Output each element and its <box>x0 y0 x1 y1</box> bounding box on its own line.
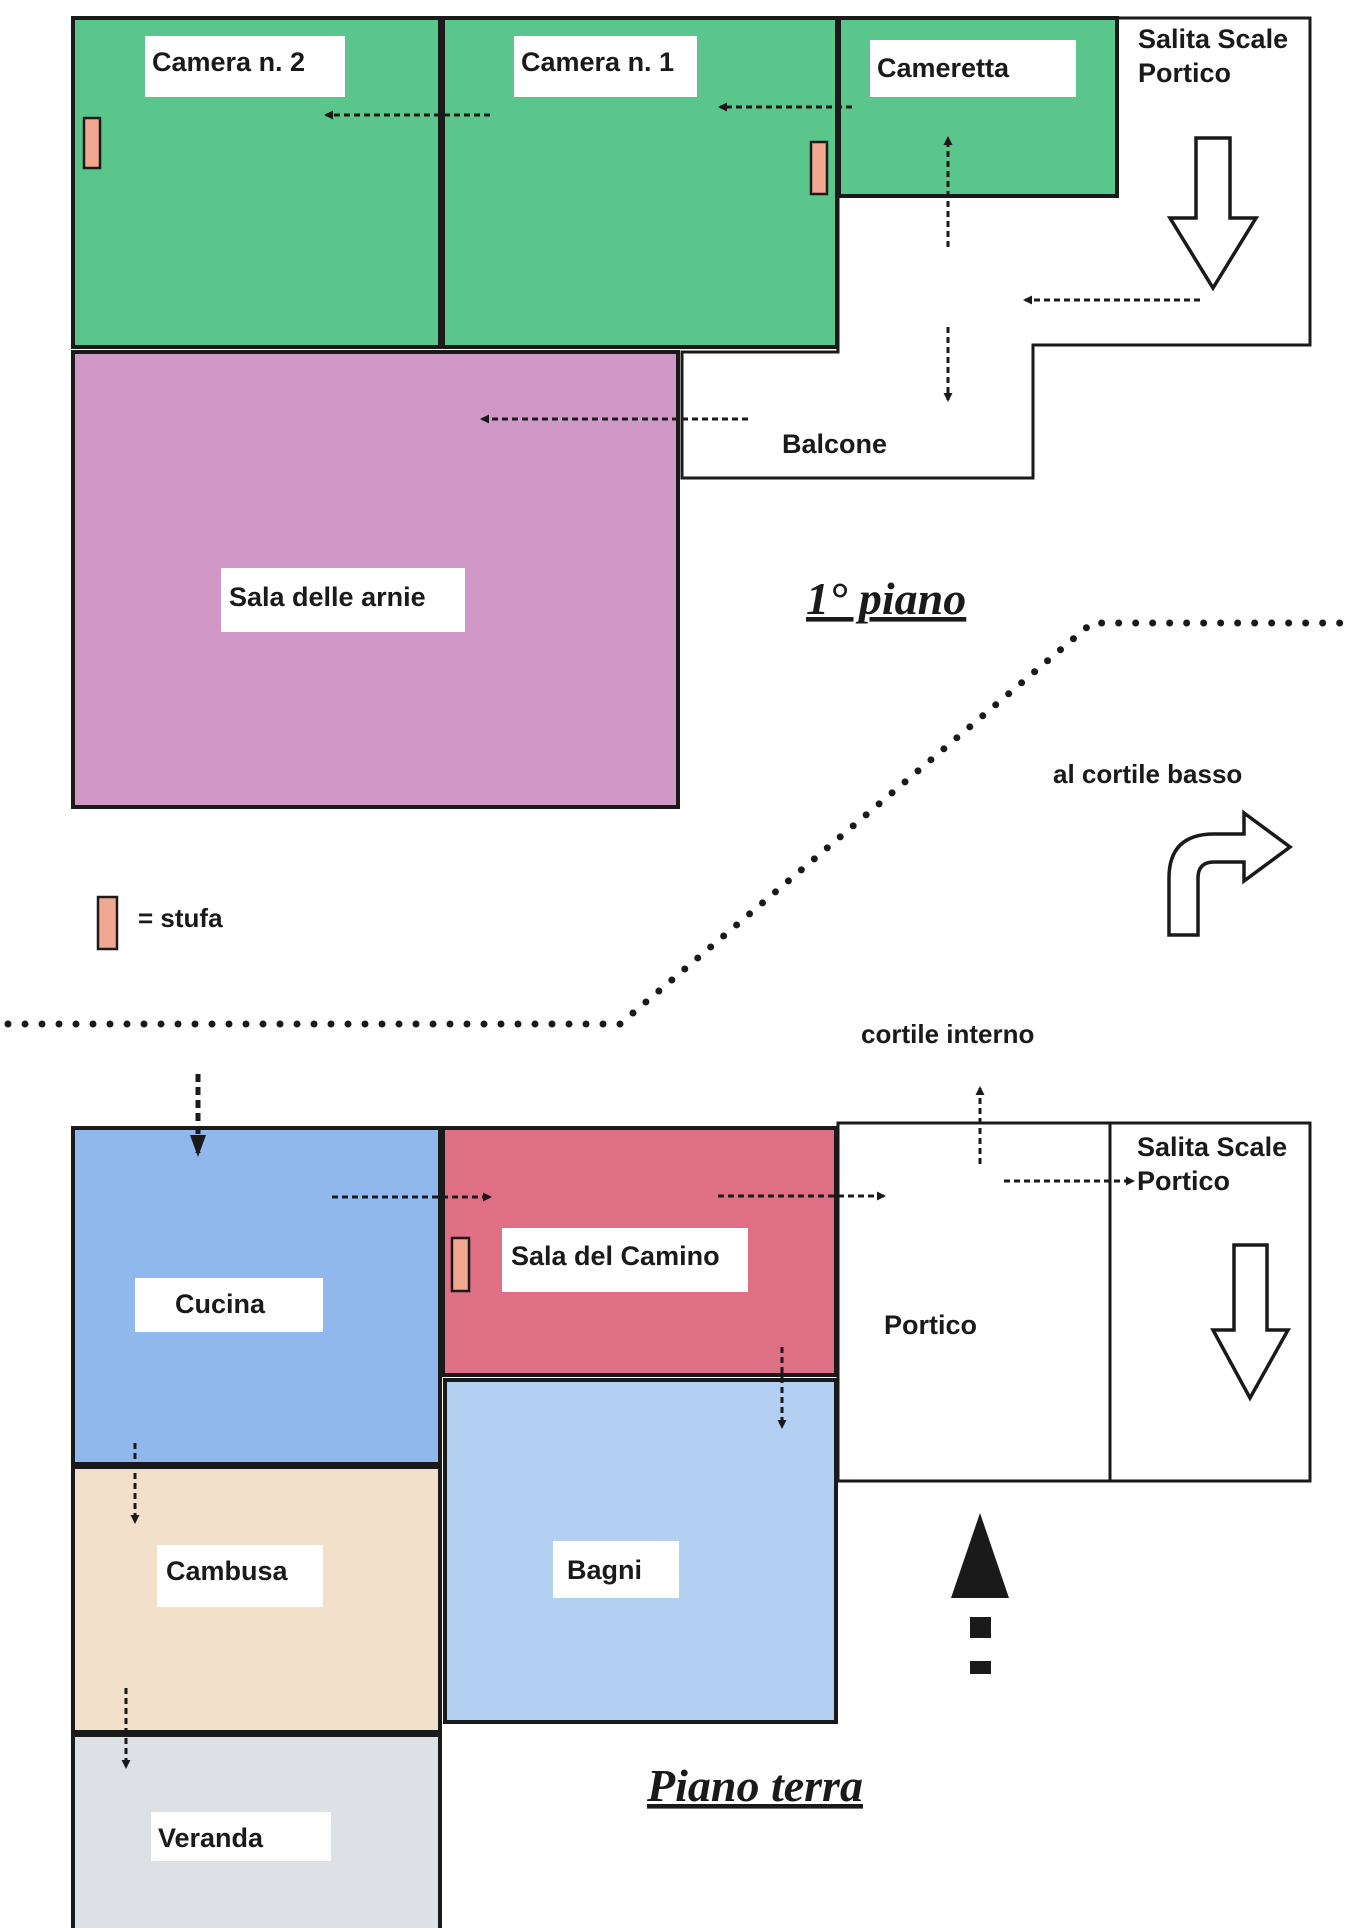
balcone-label: Balcone <box>782 429 887 459</box>
stairs-down-arrow-icon <box>1166 136 1260 292</box>
camera-2-label: Camera n. 2 <box>152 47 305 77</box>
sala-arnie-label: Sala delle arnie <box>229 582 426 612</box>
first-floor-title: 1° piano <box>806 573 966 624</box>
veranda-label: Veranda <box>158 1823 264 1853</box>
entrance-dash-1 <box>970 1617 991 1638</box>
ground-stairs-label-line-1: Salita Scale <box>1137 1132 1287 1162</box>
cucina-label: Cucina <box>175 1289 266 1319</box>
stove-camera-1 <box>809 140 829 196</box>
first-floor-stairs-label-line-2: Portico <box>1138 58 1231 88</box>
ground-floor: Cucina Sala del Camino Portico Salita Sc… <box>71 1074 1312 1928</box>
entrance-up-arrow-icon <box>951 1513 1009 1598</box>
cucina-label-box <box>135 1278 323 1332</box>
bagni-label-box <box>553 1541 679 1598</box>
stove-sala-del-camino <box>450 1236 471 1293</box>
turn-right-arrow-icon <box>1167 809 1293 937</box>
bagni-label: Bagni <box>567 1555 642 1585</box>
camera-1-label-box <box>514 36 697 97</box>
stove-legend-swatch <box>96 895 119 951</box>
stove-legend-label: = stufa <box>138 903 223 933</box>
room-cucina <box>71 1126 442 1466</box>
camera-1-label: Camera n. 1 <box>521 47 674 77</box>
cambusa-label: Cambusa <box>166 1556 289 1586</box>
cortile-interno-label: cortile interno <box>861 1019 1034 1049</box>
stove-camera-2 <box>82 116 102 170</box>
ground-stairs-label-line-2: Portico <box>1137 1166 1230 1196</box>
cameretta-label-box <box>870 40 1076 97</box>
cameretta-label: Cameretta <box>877 53 1010 83</box>
cortile-basso-label: al cortile basso <box>1053 759 1242 789</box>
first-floor: Camera n. 2 Camera n. 1 Cameretta Salita… <box>71 16 1312 809</box>
camera-2-label-box <box>145 36 345 97</box>
legend: = stufa <box>96 895 223 951</box>
portico-label: Portico <box>884 1310 977 1340</box>
veranda-label-box <box>151 1812 331 1861</box>
first-floor-stairs-label-line-1: Salita Scale <box>1138 24 1288 54</box>
floor-divider-dotted-line <box>4 619 1347 1028</box>
sala-arnie-label-box <box>221 568 465 632</box>
sala-camino-label-box <box>502 1228 748 1292</box>
room-ground-stairs <box>1108 1121 1312 1483</box>
ground-floor-title: Piano terra <box>646 1760 863 1811</box>
cambusa-label-box <box>157 1545 323 1607</box>
room-portico <box>836 1121 1112 1483</box>
entrance-dash-2 <box>970 1661 991 1674</box>
ground-stairs-down-arrow-icon <box>1210 1243 1291 1402</box>
sala-camino-label: Sala del Camino <box>511 1241 720 1271</box>
